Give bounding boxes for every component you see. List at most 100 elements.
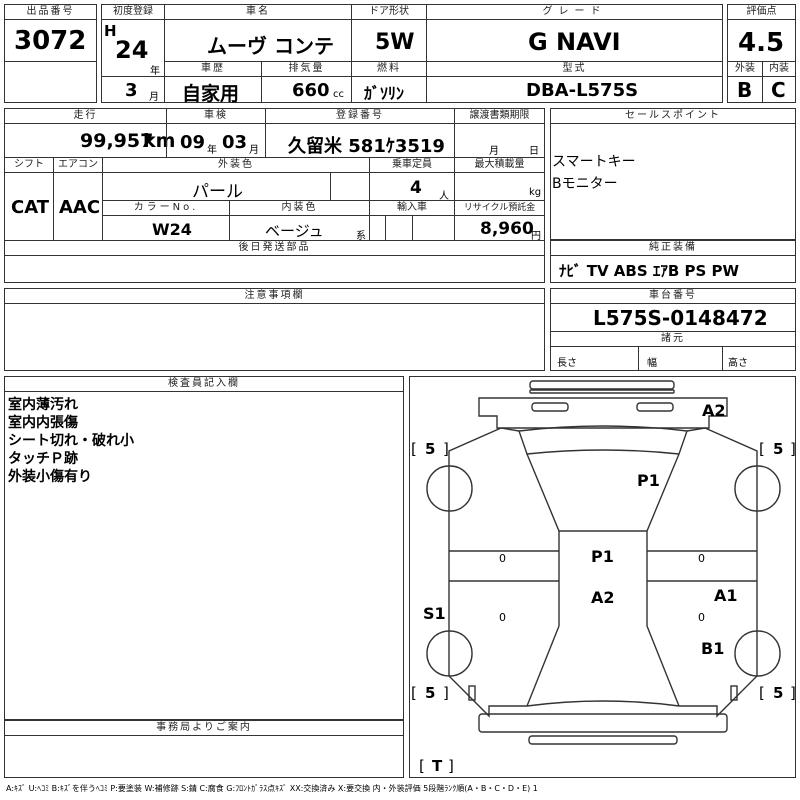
reg-no: 久留米 581ｹ3519 (288, 136, 445, 157)
tire-depth-fr: 5 (773, 440, 783, 458)
zero-mark: 0 (698, 552, 705, 565)
interior-label: 内装 (762, 61, 796, 77)
transfer-label: 譲渡書類期限 (454, 108, 545, 124)
era: H (104, 22, 117, 40)
model-code: DBA-L575S (526, 80, 639, 101)
inspector-note: 外装小傷有り (8, 469, 92, 485)
ext-color-label: 外装色 (102, 157, 370, 173)
transfer-month: 月 (489, 146, 499, 157)
mark-b1-right: B1 (701, 639, 724, 658)
width-label: 幅 (647, 358, 657, 369)
divider (412, 216, 413, 241)
diagram-box (409, 376, 796, 778)
mark-s1-left: S1 (423, 604, 446, 623)
grade: G NAVI (528, 28, 621, 56)
insp-month-unit: 月 (249, 145, 259, 156)
chassis-number: L575S-0148472 (593, 306, 768, 330)
specs-label: 諸元 (550, 331, 796, 347)
transfer-day: 日 (529, 146, 539, 157)
door-type: 5W (375, 30, 415, 55)
divider (101, 76, 165, 77)
divider (385, 216, 386, 241)
insp-year-unit: 年 (207, 145, 217, 156)
svg-text:[: [ (759, 440, 765, 458)
door-label: ドア形状 (351, 4, 427, 20)
mark-a2-rear: A2 (591, 588, 615, 607)
sales-label: セールスポイント (550, 108, 796, 124)
shift-label: シフト (4, 157, 54, 173)
ext-color: パール (192, 182, 243, 202)
reg-month: 3 (125, 80, 138, 101)
month-unit: 月 (149, 92, 159, 103)
displacement-unit: cc (333, 89, 344, 100)
sales-point: スマートキー (552, 154, 636, 170)
recycle-label: リサイクル預託金 (454, 200, 545, 216)
grade-label: グレード (426, 4, 723, 20)
first-reg-label: 初度登録 (101, 4, 165, 20)
mileage: 99,957 (80, 130, 154, 152)
reg-year: 24 (115, 36, 149, 64)
mark-a2-front: A2 (702, 401, 726, 420)
ac-label: エアコン (53, 157, 103, 173)
tire-depth-fl: 5 (425, 440, 435, 458)
office-label: 事務局よりご案内 (4, 720, 404, 736)
displacement: 660 (292, 80, 330, 101)
exterior-label: 外装 (727, 61, 763, 77)
score-label: 評価点 (727, 4, 796, 20)
inspection-label: 車検 (166, 108, 266, 124)
capacity: 4 (410, 178, 422, 198)
car-name: ムーヴ コンテ (207, 34, 334, 58)
fuel: ｶﾞｿﾘﾝ (364, 84, 405, 103)
max-load-label: 最大積載量 (454, 157, 545, 173)
mileage-label: 走行 (4, 108, 167, 124)
insp-year: 09 (180, 132, 206, 153)
divider (638, 347, 639, 371)
recycle-fee: 8,960 (480, 219, 534, 239)
length-label: 長さ (557, 358, 577, 369)
svg-text:]: ] (790, 440, 796, 458)
score: 4.5 (738, 28, 785, 58)
svg-text:]: ] (443, 440, 449, 458)
exterior-grade: B (737, 78, 753, 102)
year-unit: 年 (150, 66, 160, 77)
fuel-label: 燃料 (351, 61, 427, 77)
inspector-note: 室内薄汚れ (8, 397, 78, 413)
lot-label: 出品番号 (4, 4, 97, 20)
model-label: 型式 (426, 61, 723, 77)
inspector-note: 室内内張傷 (8, 415, 78, 431)
mark-p1-hood: P1 (637, 471, 660, 490)
color-no-label: カラーNo. (102, 200, 230, 216)
history: 自家用 (182, 83, 240, 105)
max-load-unit: kg (529, 187, 542, 198)
height-label: 高さ (728, 358, 748, 369)
sales-point: Bモニター (552, 176, 618, 192)
mileage-unit: km (143, 130, 176, 152)
int-color: ベージュ (265, 222, 324, 240)
capacity-label: 乗車定員 (369, 157, 455, 173)
car-diagram: A2 P1 P1 A2 A1 S1 B1 0 0 0 0 [ 5 ] [ 5 ]… (411, 380, 796, 775)
int-color-unit: 系 (356, 231, 366, 242)
zero-mark: 0 (698, 611, 705, 624)
tire-depth-rr: 5 (773, 684, 783, 702)
svg-text:]: ] (448, 757, 454, 775)
mark-p1-roof: P1 (591, 547, 614, 566)
lot-extra-box (4, 61, 97, 103)
reg-no-label: 登録番号 (265, 108, 455, 124)
mark-a1-right: A1 (714, 586, 738, 605)
shift: CAT (11, 197, 50, 218)
insp-month: 03 (222, 132, 248, 153)
tire-depth-spare: T (432, 757, 443, 775)
lot-number: 3072 (14, 26, 87, 56)
divider (722, 347, 723, 371)
tire-depth-rl: 5 (425, 684, 435, 702)
zero-mark: 0 (499, 611, 506, 624)
car-name-label: 車名 (164, 4, 352, 20)
inspector-note: シート切れ・破れ小 (8, 433, 134, 449)
svg-text:]: ] (443, 684, 449, 702)
svg-text:[: [ (411, 684, 417, 702)
inspector-label: 検査員記入欄 (4, 376, 404, 392)
recycle-unit: 円 (531, 231, 541, 242)
notes-label: 注意事項欄 (4, 288, 545, 304)
color-no: W24 (152, 220, 192, 239)
parts-label: 後日発送部品 (4, 240, 545, 256)
